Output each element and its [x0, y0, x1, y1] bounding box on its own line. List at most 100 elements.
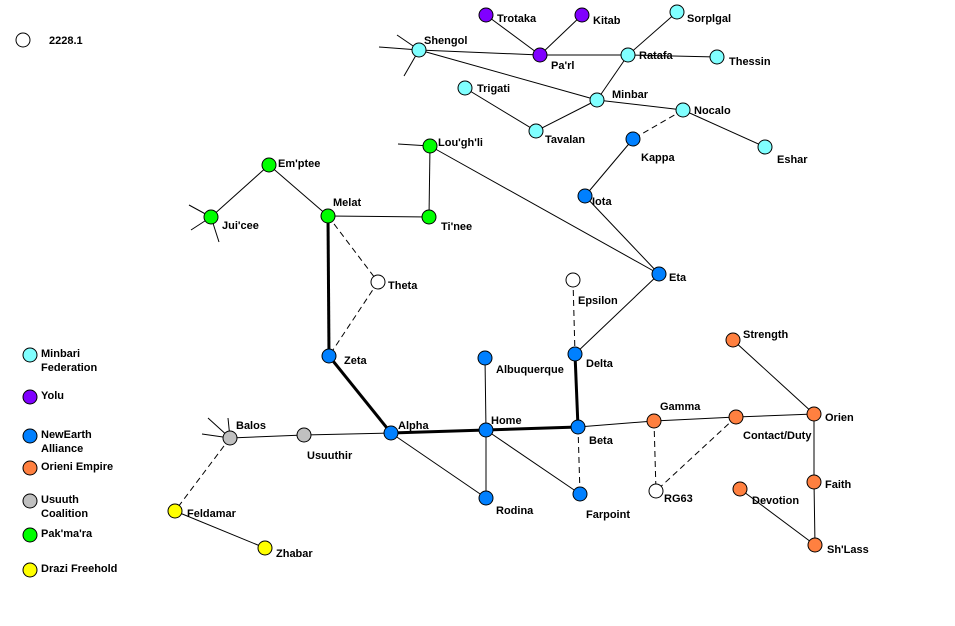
lane-balos-feldamar — [174, 437, 231, 512]
system-marker — [383, 425, 399, 441]
lane-kappa-iota — [584, 138, 634, 197]
system-devotion[interactable]: Devotion — [732, 481, 799, 507]
system-iota[interactable]: Iota — [577, 188, 612, 208]
lane-shengol-minbar — [418, 49, 598, 101]
lane-minbar-tavalan — [535, 99, 598, 132]
unexplored-jump-lanes — [188, 34, 431, 439]
system-rg63[interactable]: RG63 — [648, 483, 693, 505]
system-marker — [757, 139, 773, 155]
system-marker — [728, 409, 744, 425]
system-marker — [261, 157, 277, 173]
system-albuquerque[interactable]: Albuquerque — [477, 350, 564, 376]
system-kappa[interactable]: Kappa — [625, 131, 676, 164]
system-ratafa[interactable]: Ratafa — [620, 47, 674, 63]
system-trotaka[interactable]: Trotaka — [478, 7, 537, 25]
system-minbar[interactable]: Minbar — [589, 89, 649, 108]
system-rodina[interactable]: Rodina — [478, 490, 534, 517]
lane-emptee-melat — [268, 164, 329, 217]
system-usuuthir[interactable]: Usuuthir — [296, 427, 353, 462]
system-marker — [422, 138, 438, 154]
system-orien[interactable]: Orien — [806, 406, 854, 424]
system-label: Tavalan — [545, 134, 585, 146]
system-strength[interactable]: Strength — [725, 329, 789, 348]
lane-home-beta — [485, 425, 579, 432]
system-label: Albuquerque — [496, 364, 564, 376]
system-label: Beta — [589, 435, 614, 447]
lane-beta-farpoint — [577, 426, 581, 495]
system-label: Feldamar — [187, 508, 237, 520]
system-label: Lou'gh'li — [438, 137, 483, 149]
system-farpoint[interactable]: Farpoint — [572, 486, 630, 521]
system-trigati[interactable]: Trigati — [457, 80, 510, 96]
system-beta[interactable]: Beta — [570, 419, 614, 447]
system-label: Trigati — [477, 83, 510, 95]
system-label: Zeta — [344, 355, 368, 367]
system-parl[interactable]: Pa'rl — [532, 47, 574, 72]
system-theta[interactable]: Theta — [370, 274, 418, 292]
lane-iota-eta — [584, 195, 660, 275]
legend-item-drazi: Drazi Freehold — [22, 562, 117, 578]
system-zhabar[interactable]: Zhabar — [257, 540, 313, 560]
system-shengol[interactable]: Shengol — [411, 35, 467, 58]
stamp-marker — [15, 32, 31, 48]
system-marker — [411, 42, 427, 58]
system-label: Farpoint — [586, 509, 630, 521]
system-home[interactable]: Home — [478, 415, 522, 438]
system-marker — [709, 49, 725, 65]
system-faith[interactable]: Faith — [806, 474, 852, 491]
lane-ratafa-thessin — [627, 54, 718, 58]
system-marker — [567, 346, 583, 362]
system-label: Shengol — [424, 35, 467, 47]
system-label: Orien — [825, 412, 854, 424]
system-alpha[interactable]: Alpha — [383, 420, 429, 441]
system-marker — [222, 430, 238, 446]
system-eshar[interactable]: Eshar — [757, 139, 808, 166]
lane-alpha-usuuthir — [303, 432, 392, 436]
system-delta[interactable]: Delta — [567, 346, 614, 370]
legend-swatch — [22, 562, 38, 578]
system-label: Nocalo — [694, 105, 731, 117]
system-marker — [478, 422, 494, 438]
lane-gamma-contact — [653, 416, 737, 422]
lane-trotaka-parl — [485, 14, 541, 56]
system-melat[interactable]: Melat — [320, 197, 361, 224]
system-balos[interactable]: Balos — [222, 420, 266, 446]
system-label: Usuuthir — [307, 450, 353, 462]
system-marker — [807, 537, 823, 553]
lane-home-farpoint — [485, 429, 581, 495]
system-label: Sh'Lass — [827, 544, 869, 556]
lane-alpha-home — [390, 428, 487, 435]
system-tinee[interactable]: Ti'nee — [421, 209, 472, 233]
lane-usuuthir-balos — [229, 434, 305, 439]
system-label: Balos — [236, 420, 266, 432]
legend-swatch — [22, 527, 38, 543]
system-sorplgal[interactable]: Sorplgal — [669, 4, 731, 25]
system-label: Devotion — [752, 495, 799, 507]
system-tavalan[interactable]: Tavalan — [528, 123, 585, 146]
system-label: Theta — [388, 280, 418, 292]
system-kitab[interactable]: Kitab — [574, 7, 621, 27]
system-gamma[interactable]: Gamma — [646, 401, 701, 429]
system-marker — [669, 4, 685, 20]
system-label: Sorplgal — [687, 13, 731, 25]
system-loughli[interactable]: Lou'gh'li — [422, 137, 483, 154]
system-epsilon[interactable]: Epsilon — [565, 272, 618, 307]
lane-loughli-eta — [429, 145, 660, 275]
system-contact[interactable]: Contact/Duty — [728, 409, 812, 442]
system-nocalo[interactable]: Nocalo — [675, 102, 731, 118]
system-thessin[interactable]: Thessin — [709, 49, 771, 68]
system-feldamar[interactable]: Feldamar — [167, 503, 237, 520]
system-marker — [320, 208, 336, 224]
system-label: Pa'rl — [551, 60, 574, 72]
legend-swatch — [22, 493, 38, 509]
system-eta[interactable]: Eta — [651, 266, 687, 284]
system-marker — [648, 483, 664, 499]
system-shlass[interactable]: Sh'Lass — [807, 537, 869, 556]
lane-kitab-parl — [539, 14, 583, 56]
system-juicee[interactable]: Jui'cee — [203, 209, 259, 232]
system-marker — [806, 406, 822, 422]
system-emptee[interactable]: Em'ptee — [261, 157, 320, 173]
system-zeta[interactable]: Zeta — [321, 348, 368, 367]
